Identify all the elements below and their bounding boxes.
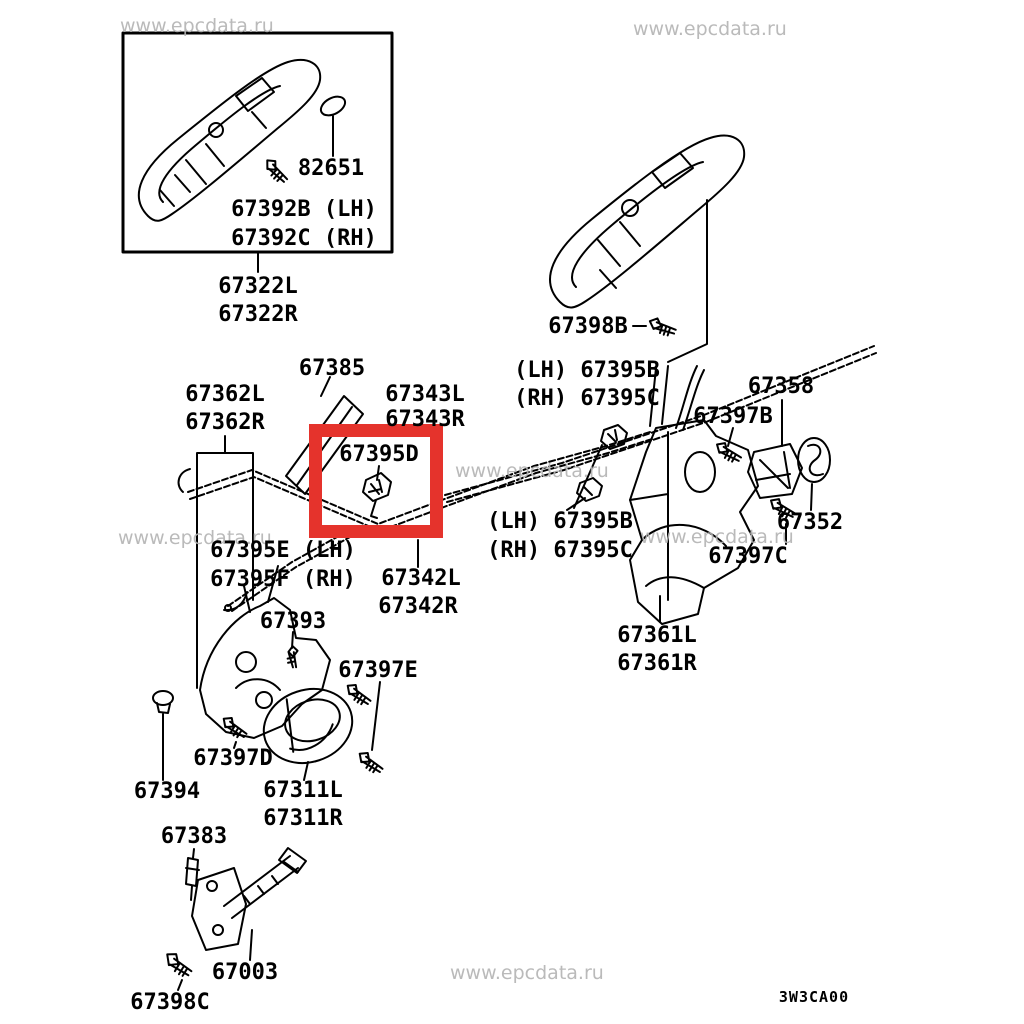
part-label-67398c: 67398C: [130, 990, 210, 1015]
part-label-67361l: 67361L: [617, 623, 697, 648]
screw-67398c-drawing: [166, 953, 193, 977]
watermark: www.epcdata.ru: [118, 527, 272, 549]
screw-67393-drawing: [286, 645, 299, 669]
pin-67383-drawing: [185, 848, 200, 901]
part-label-67395b-2: (LH) 67395B: [487, 509, 633, 534]
part-label-67343r: 67343R: [385, 407, 465, 432]
screw-67392-drawing: [266, 159, 289, 183]
rear-rod-drawing: [675, 365, 705, 431]
part-label-67311r: 67311R: [263, 806, 343, 831]
leader-67393: [291, 631, 294, 649]
part-label-67393: 67393: [259, 609, 327, 634]
part-label-67397d: 67397D: [193, 746, 273, 771]
watermark: www.epcdata.ru: [633, 18, 787, 40]
part-label-67322r: 67322R: [218, 302, 298, 327]
protector-67385-drawing: [285, 376, 364, 495]
clip-67395b-drawing: [573, 424, 628, 509]
pad-82651-drawing: [319, 95, 347, 157]
front-door-outside-handle-drawing: [137, 59, 322, 222]
clip-67395c-drawing: [566, 477, 603, 511]
part-label-67397e: 67397E: [338, 658, 418, 683]
part-label-67395f: 67395F (RH): [210, 567, 356, 592]
part-label-67397c: 67397C: [708, 544, 788, 569]
door-lock-actuator-drawing: [629, 365, 759, 625]
part-label-67395b-1: (LH) 67395B: [514, 358, 660, 383]
leader-67398c: [177, 979, 183, 991]
part-label-67394: 67394: [133, 779, 201, 804]
screw-67398b-drawing: [648, 317, 677, 337]
clip-67395d-drawing: [362, 465, 392, 519]
watermark: www.epcdata.ru: [455, 460, 609, 482]
part-label-67342l: 67342L: [381, 566, 461, 591]
part-label-67395e: 67395E (LH): [210, 538, 356, 563]
part-label-67322l: 67322L: [218, 274, 298, 299]
part-label-67362r: 67362R: [185, 410, 265, 435]
rod-end-hook: [177, 468, 191, 493]
part-label-67392c: 67392C (RH): [231, 226, 377, 251]
leader-67397d: [233, 741, 237, 749]
part-label-67342r: 67342R: [378, 594, 458, 619]
part-label-67397b: 67397B: [693, 404, 773, 429]
grommet-67352-drawing: [797, 437, 831, 511]
bolt-drawing: [346, 684, 372, 706]
part-label-67362l: 67362L: [185, 382, 265, 407]
leader-67395ef: [223, 591, 248, 612]
screw-67397c-drawing: [770, 498, 797, 519]
rear-door-outside-handle-drawing: [549, 134, 746, 363]
diagram-code: 3W3CA00: [778, 988, 850, 1006]
watermark: www.epcdata.ru: [450, 962, 604, 984]
door-check-67003-drawing: [191, 847, 307, 961]
screw-67397d-drawing: [222, 717, 248, 739]
protector-67362-drawing: [196, 435, 254, 689]
part-label-67361r: 67361R: [617, 651, 697, 676]
leader-67397b: [727, 427, 734, 447]
watermark: www.epcdata.ru: [120, 15, 274, 37]
part-label-67395d-highlighted: 67395D: [339, 442, 419, 467]
part-label-67358: 67358: [747, 374, 815, 399]
inside-handle-67311-drawing: [262, 688, 354, 781]
part-label-67395c-1: (RH) 67395C: [514, 386, 660, 411]
part-label-67311l: 67311L: [263, 778, 343, 803]
leader-67397e: [371, 681, 381, 751]
screw-67397b-drawing: [716, 442, 743, 463]
part-label-67003: 67003: [211, 960, 279, 985]
part-label-67395c-2: (RH) 67395C: [487, 538, 633, 563]
part-label-67392b: 67392B (LH): [231, 197, 377, 222]
highlight-box: [309, 424, 443, 538]
latch-67358-drawing: [747, 399, 803, 499]
part-label-67398b: 67398B: [548, 314, 628, 339]
watermark: www.epcdata.ru: [640, 526, 794, 548]
part-label-67383: 67383: [160, 824, 228, 849]
grommet-67394-drawing: [152, 690, 174, 781]
part-label-67352: 67352: [776, 510, 844, 535]
screw-67397e-drawing: [358, 752, 384, 774]
part-label-67343l: 67343L: [385, 382, 465, 407]
part-label-67385: 67385: [298, 356, 366, 381]
part-label-82651: 82651: [297, 156, 365, 181]
